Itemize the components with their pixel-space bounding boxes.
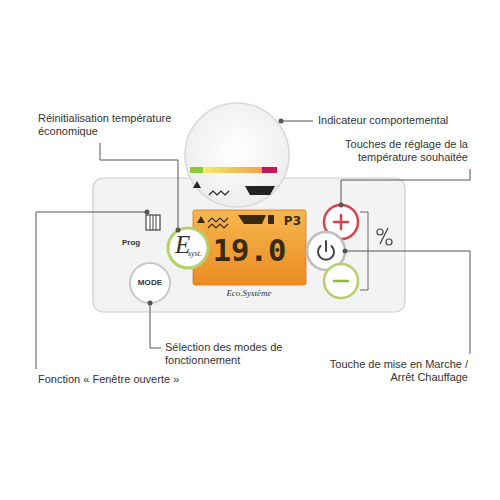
magnifier-lens — [209, 191, 229, 195]
magnifier-lens — [190, 167, 203, 173]
magnifier-lens — [262, 167, 277, 173]
window-icon — [146, 215, 160, 230]
mode-button: MODE — [130, 263, 170, 303]
temperature-value: 19.0 — [193, 232, 306, 270]
callout-label: Indicateur comportemental — [318, 114, 488, 127]
magnifier-lens — [203, 167, 262, 173]
eco-symbol: E — [175, 231, 190, 259]
magnifier-lens — [185, 103, 289, 207]
magnifier-lens — [193, 181, 201, 188]
magnifier-lens — [185, 103, 289, 207]
leader-lines — [36, 121, 470, 369]
leader-lines — [341, 169, 470, 205]
leader-lines — [100, 143, 178, 229]
window-icon — [146, 215, 160, 230]
lock-symbol — [380, 228, 388, 244]
lock-symbol — [377, 229, 383, 235]
leader-lines — [283, 121, 313, 122]
lcd-display: 19.0 P3 — [193, 210, 306, 285]
leader-dots — [145, 119, 348, 306]
program-number: P3 — [284, 214, 301, 228]
button-symbols — [334, 280, 348, 283]
button-rings — [130, 263, 170, 303]
eco-button: Esyst. — [168, 228, 208, 268]
lcd-screen — [268, 215, 274, 224]
callout-label: Fonction « Fenêtre ouverte » — [38, 373, 179, 386]
button-symbols — [325, 241, 327, 251]
lock-symbol — [377, 228, 392, 245]
button-label: MODE — [130, 277, 170, 288]
lcd-screen — [197, 216, 205, 223]
button-symbols — [318, 215, 348, 281]
lcd-screen — [208, 218, 228, 228]
lock-symbol — [386, 239, 392, 245]
leader-lines — [150, 303, 161, 348]
leader-dots — [145, 210, 150, 215]
leader-dots — [148, 301, 153, 306]
button-rings — [168, 228, 208, 268]
leader-dots — [343, 249, 348, 254]
callout-label: Touche de mise en Marche / Arrêt Chauffa… — [318, 358, 468, 384]
eco-sub: syst. — [188, 249, 202, 258]
leader-dots — [339, 203, 344, 208]
window-icon — [150, 215, 156, 230]
leader-lines — [345, 251, 470, 354]
lcd-screen — [193, 210, 306, 285]
button-caption: Prog — [122, 238, 140, 248]
callout-label: Sélection des modes de fonctionnement — [165, 341, 305, 367]
lcd-screen — [238, 215, 266, 224]
brand-name: Eco.Système — [93, 288, 405, 298]
leader-dots — [279, 119, 284, 124]
lcd-screen — [193, 210, 306, 285]
leader-lines — [36, 212, 146, 369]
button-rings — [324, 264, 358, 298]
callout-label: Réinitialisation température économique — [38, 112, 208, 138]
magnifier-lens — [245, 186, 275, 195]
button-symbols — [334, 215, 348, 229]
callout-label: Touches de réglage de la température sou… — [318, 138, 468, 164]
